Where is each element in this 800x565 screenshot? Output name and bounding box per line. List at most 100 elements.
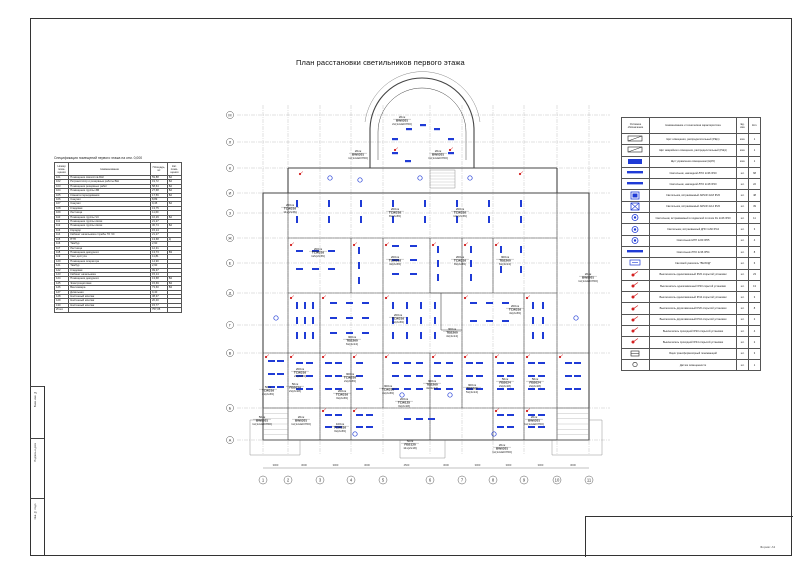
legend-desc: Светильник, накладной ЛПО 2х18 IP20 bbox=[648, 178, 738, 191]
dimension-label: 3000 bbox=[538, 463, 544, 467]
callout-line: 9x(2х36) bbox=[392, 320, 404, 324]
callout-line: 4x(2х36) bbox=[509, 311, 521, 315]
luminaire bbox=[434, 332, 436, 339]
luminaire bbox=[392, 302, 394, 309]
luminaire bbox=[358, 262, 360, 269]
luminaire bbox=[520, 266, 522, 273]
lamp-long-icon bbox=[621, 166, 650, 180]
luminaire bbox=[542, 302, 544, 309]
luminaire bbox=[434, 388, 441, 390]
callout-line: 1x(1хLED700) bbox=[578, 279, 598, 283]
axis-col-label: 9 bbox=[523, 478, 526, 483]
luminaire bbox=[306, 388, 313, 390]
luminaire bbox=[312, 268, 319, 270]
luminaire bbox=[574, 388, 581, 390]
legend-qty: 48 bbox=[748, 189, 761, 202]
legend-desc: Выключатель двухклавишный IP44 открытой … bbox=[648, 313, 738, 327]
callout-line: 1x(1хLED700) bbox=[291, 422, 311, 426]
legend-qty: 68 bbox=[748, 166, 761, 180]
luminaire bbox=[528, 375, 535, 377]
luminaire bbox=[335, 388, 342, 390]
dimension-label: 3000 bbox=[333, 463, 339, 467]
dimension-label: 4500 bbox=[404, 463, 410, 467]
luminaire bbox=[528, 426, 535, 428]
legend-desc: Светильник, встраиваемый ARS/R 4х18 IP20 bbox=[648, 189, 738, 202]
round-luminaire bbox=[327, 175, 333, 181]
callout-line: TBS260 bbox=[346, 338, 358, 342]
luminaire bbox=[392, 388, 399, 390]
luminaire bbox=[330, 317, 337, 319]
luminaire bbox=[392, 138, 398, 141]
luminaire bbox=[416, 418, 423, 420]
axis-bubble bbox=[226, 404, 234, 412]
callout-line: 300лк bbox=[501, 255, 510, 259]
spec-header: Кат. поме-щения bbox=[166, 162, 183, 176]
axis-row-label: Е bbox=[229, 261, 232, 265]
luminaire bbox=[392, 259, 399, 261]
axis-bubble bbox=[226, 289, 234, 297]
callout-line: TBS260 bbox=[466, 386, 478, 390]
callout-line: 300лк bbox=[468, 383, 477, 387]
callout-line: TCW216 bbox=[334, 425, 346, 429]
luminaire bbox=[335, 362, 342, 364]
luminaire bbox=[410, 245, 417, 247]
axis-row-label: Б bbox=[229, 406, 232, 410]
strip-cell: Подпись и дата bbox=[30, 438, 44, 499]
callout-line: 2x(1хLED700) bbox=[392, 122, 412, 126]
switch-lever bbox=[495, 242, 500, 246]
luminaire bbox=[428, 418, 435, 420]
luminaire bbox=[406, 332, 408, 339]
luminaire bbox=[392, 273, 399, 275]
switch-lever bbox=[464, 295, 469, 299]
switch-icon bbox=[621, 336, 650, 349]
axis-col-label: 8 bbox=[492, 478, 495, 483]
switch-lever bbox=[559, 354, 564, 358]
spec-header: Площадь, м² bbox=[150, 162, 168, 176]
luminaire bbox=[497, 388, 504, 390]
luminaire bbox=[520, 216, 522, 223]
axis-bubble bbox=[226, 209, 234, 217]
axis-bubble bbox=[226, 111, 234, 119]
legend-desc: Щит управления освещением (ЩУО) bbox=[648, 155, 738, 168]
lamp-round-icon bbox=[621, 223, 650, 236]
legend-qty: 3 bbox=[748, 291, 761, 304]
luminaire bbox=[470, 302, 477, 304]
legend-desc: Светильник ЛПО 2х36 IP54 bbox=[648, 245, 738, 259]
switch-lever bbox=[299, 171, 304, 175]
luminaire bbox=[346, 317, 353, 319]
luminaire bbox=[325, 388, 332, 390]
luminaire bbox=[476, 375, 483, 377]
legend-qty: 22 bbox=[748, 178, 761, 191]
legend-unit: шт. bbox=[736, 291, 750, 304]
luminaire bbox=[360, 216, 362, 223]
callout-line: FBS024 bbox=[529, 380, 541, 384]
axis-bubble bbox=[315, 475, 325, 485]
luminaire bbox=[410, 273, 417, 275]
switch-icon bbox=[621, 291, 650, 304]
callout-line: 200лк bbox=[314, 247, 323, 251]
luminaire bbox=[335, 414, 342, 416]
callout-line: TBS260 bbox=[499, 258, 511, 262]
axis-row-label: К bbox=[229, 166, 232, 170]
luminaire bbox=[507, 388, 514, 390]
luminaire bbox=[312, 332, 314, 339]
lamp-round-icon bbox=[621, 212, 650, 225]
callout-line: 200лк bbox=[511, 304, 520, 308]
luminaire bbox=[502, 320, 509, 322]
legend-unit: шт. bbox=[736, 200, 750, 214]
legend-qty: 4 bbox=[748, 234, 761, 247]
callout-line: 3x(2х36) bbox=[336, 396, 348, 400]
axis-bubble bbox=[425, 475, 435, 485]
luminaire bbox=[574, 375, 581, 377]
luminaire bbox=[328, 268, 335, 270]
legend-qty: 23 bbox=[748, 268, 761, 281]
luminaire bbox=[306, 362, 313, 364]
